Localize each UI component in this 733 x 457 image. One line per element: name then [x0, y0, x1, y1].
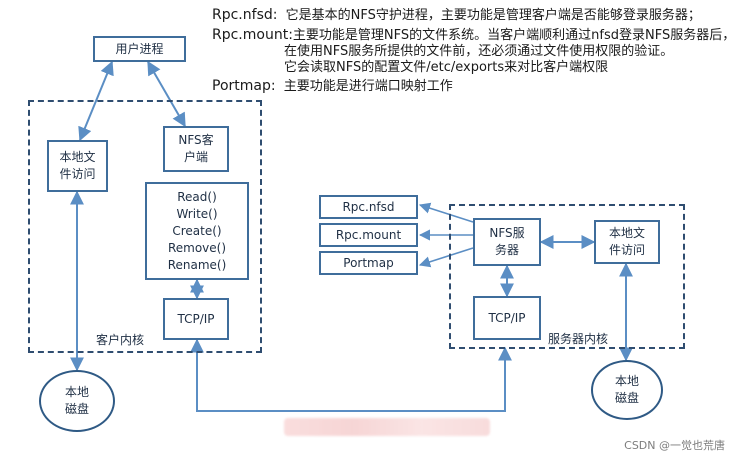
client-tcpip-label: TCP/IP	[177, 311, 215, 326]
network-path	[190, 338, 512, 412]
desc-portmap-text: 主要功能是进行端口映射工作	[283, 79, 453, 94]
user-process-label: 用户进程	[115, 41, 164, 56]
desc-mount: Rpc.mount:主要功能是管理NFS的文件系统。当客户端顺利通过nfsd登录…	[212, 24, 733, 43]
portmap-box: Portmap	[319, 251, 418, 275]
desc-mount-term: Rpc.mount:	[212, 27, 293, 43]
server-local-fs-line-1: 本地文	[608, 226, 645, 240]
desc-portmap-term: Portmap:	[212, 78, 276, 94]
user-process-box: 用户进程	[93, 36, 186, 62]
blurred-watermark	[284, 418, 490, 436]
nfs-client-box: NFS客 户端	[163, 126, 229, 172]
desc-mount-line-3: 它会读取NFS的配置文件/etc/exports来对比客户端权限	[284, 60, 609, 75]
client-local-fs-line-2: 件访问	[59, 167, 96, 181]
server-tcpip-label: TCP/IP	[488, 310, 526, 325]
op-write: Write()	[176, 206, 218, 221]
arrow-nfsserver-to-nfsd	[418, 202, 474, 223]
client-tcpip-box: TCP/IP	[163, 298, 229, 340]
op-create: Create()	[172, 223, 222, 238]
csdn-watermark: CSDN @一觉也荒唐	[624, 439, 725, 452]
server-local-disk: 本地 磁盘	[591, 360, 663, 420]
client-local-fs-line-1: 本地文	[59, 150, 96, 164]
desc-portmap: Portmap: 主要功能是进行端口映射工作	[212, 75, 453, 94]
nfs-client-line-2: 户端	[183, 150, 208, 164]
desc-mount-line-2: 在使用NFS服务所提供的文件前，还必须通过文件使用权限的验证。	[284, 44, 674, 59]
nfs-server-line-1: NFS服	[489, 226, 525, 240]
desc-nfsd: Rpc.nfsd: 它是基本的NFS守护进程，主要功能是管理客户端是否能够登录服…	[212, 4, 701, 23]
client-kernel-label: 客户内核	[96, 333, 145, 347]
server-tcpip-box: TCP/IP	[473, 296, 541, 340]
nfs-server-line-2: 务器	[494, 243, 519, 257]
desc-nfsd-text: 它是基本的NFS守护进程，主要功能是管理客户端是否能够登录服务器；	[285, 8, 701, 23]
client-disk-line-2: 磁盘	[64, 402, 89, 416]
client-ops-box: Read() Write() Create() Remove() Rename(…	[145, 182, 249, 280]
server-disk-line-1: 本地	[614, 374, 639, 388]
rpc-nfsd-box: Rpc.nfsd	[319, 195, 418, 219]
desc-nfsd-term: Rpc.nfsd:	[212, 7, 278, 23]
server-local-fs-line-2: 件访问	[608, 243, 645, 257]
server-local-fs-box: 本地文 件访问	[594, 220, 660, 264]
op-remove: Remove()	[167, 240, 227, 255]
rpc-nfsd-label: Rpc.nfsd	[342, 199, 395, 214]
server-kernel-boundary	[449, 204, 685, 349]
rpc-mount-label: Rpc.mount	[335, 227, 402, 242]
client-local-fs-box: 本地文 件访问	[47, 140, 108, 192]
nfs-client-line-1: NFS客	[178, 133, 214, 147]
client-disk-line-1: 本地	[64, 385, 89, 399]
server-kernel-label: 服务器内核	[548, 332, 609, 346]
desc-mount-text-1: 主要功能是管理NFS的文件系统。当客户端顺利通过nfsd登录NFS服务器后，	[292, 28, 733, 43]
rpc-mount-box: Rpc.mount	[319, 223, 418, 247]
client-kernel-boundary	[28, 100, 262, 353]
client-local-disk: 本地 磁盘	[39, 370, 115, 432]
arrow-user-to-nfsclient	[147, 60, 186, 128]
nfs-server-box: NFS服 务器	[473, 218, 541, 266]
arrow-nfsserver-to-portmap	[418, 247, 474, 268]
server-disk-line-2: 磁盘	[614, 391, 639, 405]
op-rename: Rename()	[167, 257, 227, 272]
portmap-label: Portmap	[343, 255, 394, 270]
op-read: Read()	[177, 189, 217, 204]
